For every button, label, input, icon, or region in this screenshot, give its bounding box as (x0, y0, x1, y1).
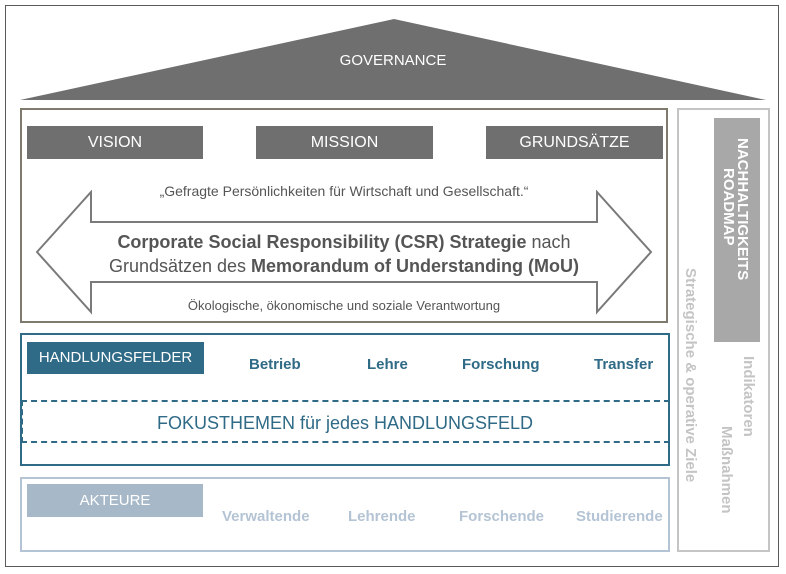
ak-item-studierende: Studierende (576, 508, 663, 525)
responsibility-text: Ökologische, ökonomische und soziale Ver… (187, 298, 501, 313)
grundsaetze-bar: GRUNDSÄTZE (486, 126, 663, 159)
side-pillar-box (677, 108, 770, 552)
csr-statement: Corporate Social Responsibility (CSR) St… (20, 230, 668, 278)
mission-bar: MISSION (256, 126, 433, 159)
akteure-label: AKTEURE (27, 484, 203, 517)
fokus-text: FOKUSTHEMEN für jedes HANDLUNGSFELD (156, 413, 534, 433)
quote-text: „Gefragte Persönlichkeiten für Wirtschaf… (159, 183, 529, 199)
akteure-box (20, 477, 670, 552)
fokus-dashed-box (21, 400, 670, 443)
ziele-text: Strategische & operative Ziele (682, 268, 699, 483)
ak-item-verwaltende: Verwaltende (222, 508, 310, 525)
hf-item-betrieb: Betrieb (249, 356, 301, 373)
handlungsfelder-label: HANDLUNGSFELDER (27, 342, 204, 374)
csr-mou-bold: Memorandum of Understanding (MoU) (251, 256, 580, 276)
hf-item-transfer: Transfer (594, 356, 654, 373)
csr-text-grundsaetze: Grundsätzen des (108, 256, 252, 276)
ak-item-forschende: Forschende (459, 508, 545, 525)
roadmap-bar (714, 118, 760, 342)
hf-item-forschung: Forschung (462, 356, 540, 373)
massnahmen-text: Maßnahmen (718, 426, 735, 514)
ak-item-lehrende: Lehrende (348, 508, 416, 525)
outer-frame (5, 5, 779, 567)
indikatoren-text: Indikatoren (740, 356, 757, 437)
csr-strategy-bold: Corporate Social Responsibility (CSR) St… (117, 232, 527, 252)
hf-item-lehre: Lehre (367, 356, 408, 373)
double-arrow-shape (35, 190, 653, 315)
roadmap-line1: NACHHALTIGKEITS (734, 138, 751, 281)
roadmap-line2: ROADMAP (720, 168, 737, 246)
governance-label: GOVERNANCE (339, 52, 447, 69)
strategy-box (20, 108, 668, 323)
handlungsfelder-box (20, 333, 670, 466)
vision-bar: VISION (27, 126, 203, 159)
roof-shape (20, 19, 766, 100)
csr-text-nach: nach (526, 232, 571, 252)
